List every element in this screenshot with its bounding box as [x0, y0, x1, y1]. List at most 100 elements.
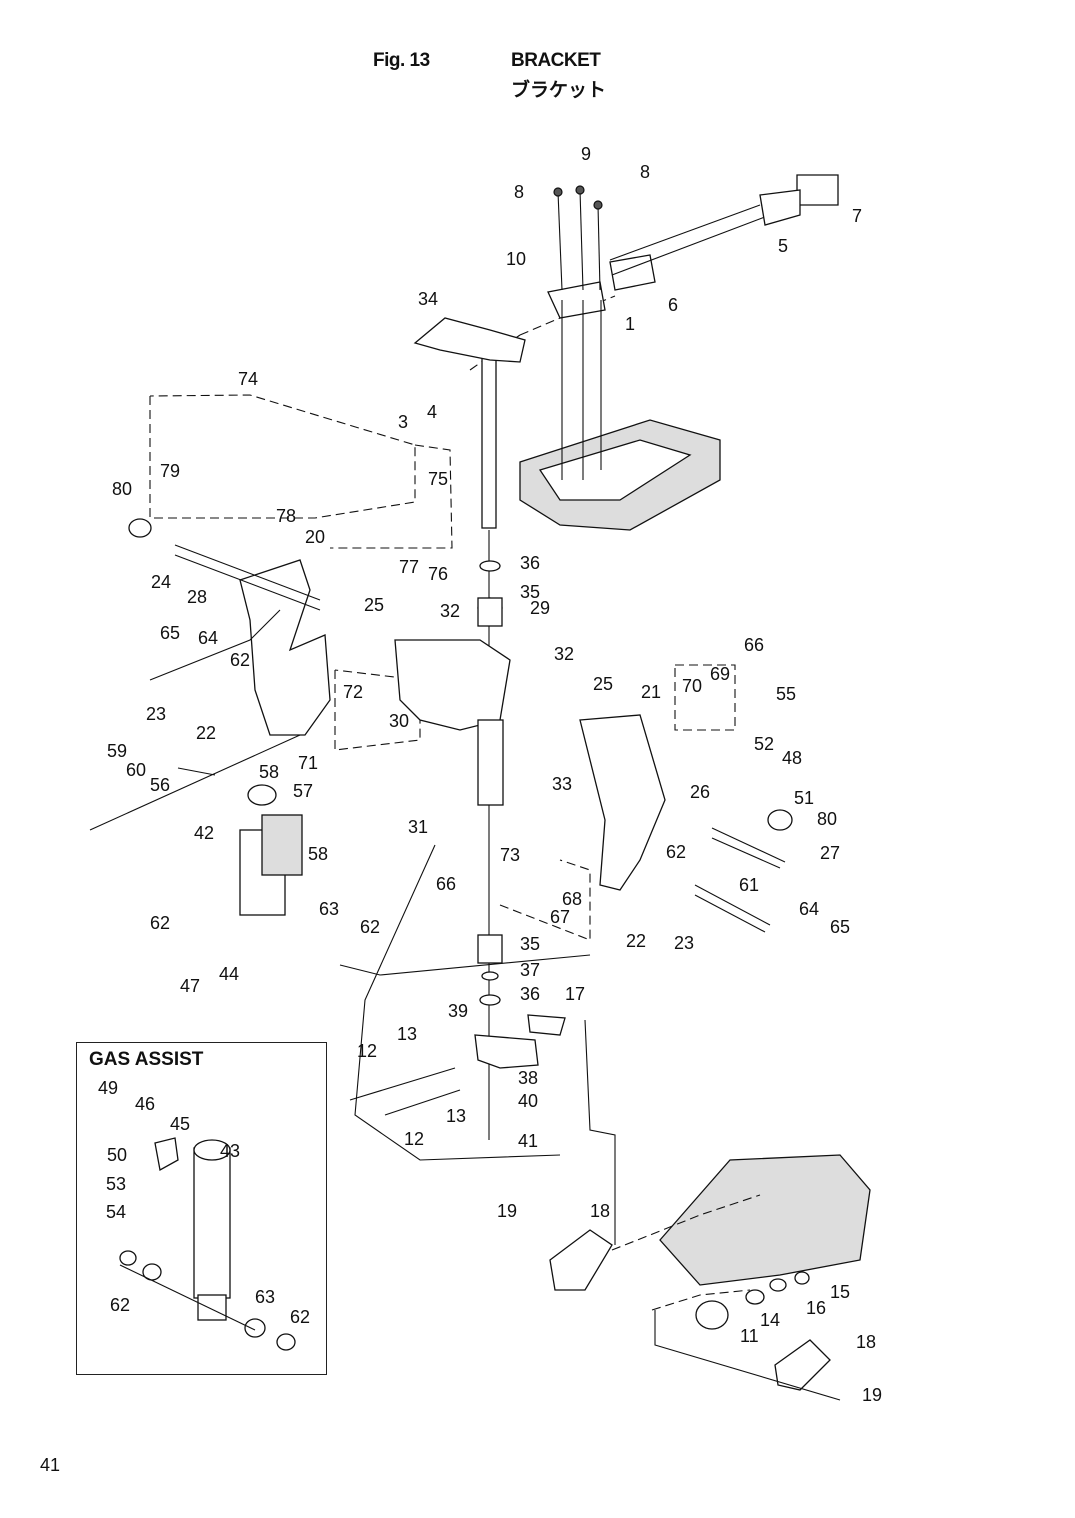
- callout-36: 36: [520, 553, 540, 573]
- callout-45: 45: [170, 1114, 190, 1134]
- callout-3: 3: [398, 412, 408, 432]
- right-clamp-bracket: [579, 714, 666, 891]
- callout-57: 57: [293, 781, 313, 801]
- callout-17: 17: [565, 984, 585, 1004]
- callout-79: 79: [160, 461, 180, 481]
- callout-23: 23: [674, 933, 694, 953]
- callout-4: 4: [427, 402, 437, 422]
- callout-58: 58: [308, 844, 328, 864]
- lower-unit-plate: [659, 1154, 871, 1286]
- callout-36: 36: [520, 984, 540, 1004]
- callout-22: 22: [626, 931, 646, 951]
- callout-26: 26: [690, 782, 710, 802]
- callout-14: 14: [760, 1310, 780, 1330]
- callout-64: 64: [799, 899, 819, 919]
- callout-77: 77: [399, 557, 419, 577]
- callout-65: 65: [830, 917, 850, 937]
- gas-assist-title: GAS ASSIST: [89, 1049, 204, 1070]
- callout-80: 80: [817, 809, 837, 829]
- callout-59: 59: [107, 741, 127, 761]
- callout-32: 32: [554, 644, 574, 664]
- callout-68: 68: [562, 889, 582, 909]
- callout-11: 11: [740, 1326, 759, 1346]
- callout-51: 51: [794, 788, 814, 808]
- callout-70: 70: [682, 676, 702, 696]
- callout-1: 1: [625, 314, 635, 334]
- callout-8: 8: [640, 162, 650, 182]
- callout-24: 24: [151, 572, 171, 592]
- callout-71: 71: [298, 753, 318, 773]
- callout-38: 38: [518, 1068, 538, 1088]
- callout-62: 62: [666, 842, 686, 862]
- callout-12: 12: [404, 1129, 424, 1149]
- callout-72: 72: [343, 682, 363, 702]
- cover-plate-7: [796, 174, 839, 206]
- bushing-80-left: [128, 518, 152, 538]
- callout-46: 46: [135, 1094, 155, 1114]
- page-title-japanese: ブラケット: [511, 79, 607, 101]
- callout-49: 49: [98, 1078, 118, 1098]
- callout-78: 78: [276, 506, 296, 526]
- group-75-outline: [330, 444, 453, 549]
- group-74-outline: [149, 394, 416, 519]
- callout-63: 63: [255, 1287, 275, 1307]
- callout-62: 62: [230, 650, 250, 670]
- callout-64: 64: [198, 628, 218, 648]
- callout-7: 7: [852, 206, 862, 226]
- callout-5: 5: [778, 236, 788, 256]
- callout-58: 58: [259, 762, 279, 782]
- callout-23: 23: [146, 704, 166, 724]
- mount-rubber-11: [695, 1300, 729, 1330]
- left-clamp-bracket: [239, 559, 331, 736]
- callout-76: 76: [428, 564, 448, 584]
- callout-67: 67: [550, 907, 570, 927]
- callout-40: 40: [518, 1091, 538, 1111]
- callout-9: 9: [581, 144, 591, 164]
- callout-labels: 1 3 4 5 6 7 8 8 9 10 11 12 12 13 13 14 1…: [98, 144, 882, 1405]
- washer-36-upper: [479, 560, 501, 572]
- cover-18-front: [549, 1229, 613, 1291]
- mount-plate-6: [609, 254, 656, 291]
- callout-19: 19: [862, 1385, 882, 1405]
- callout-22: 22: [196, 723, 216, 743]
- callout-35: 35: [520, 582, 540, 602]
- callout-28: 28: [187, 587, 207, 607]
- callout-41: 41: [518, 1131, 538, 1151]
- callout-62: 62: [150, 913, 170, 933]
- ring-37: [481, 971, 499, 981]
- callout-80: 80: [112, 479, 132, 499]
- callout-43: 43: [220, 1141, 240, 1161]
- callout-13: 13: [446, 1106, 466, 1126]
- callout-6: 6: [668, 295, 678, 315]
- page-title: BRACKET: [511, 50, 601, 71]
- callout-8: 8: [514, 182, 524, 202]
- callout-16: 16: [806, 1298, 826, 1318]
- callout-18: 18: [590, 1201, 610, 1221]
- callout-52: 52: [754, 734, 774, 754]
- callout-25: 25: [593, 674, 613, 694]
- callout-62: 62: [110, 1295, 130, 1315]
- cover-18-rear: [774, 1339, 831, 1391]
- callout-29: 29: [530, 598, 550, 618]
- callout-30: 30: [389, 711, 409, 731]
- callout-61: 61: [739, 875, 759, 895]
- callout-66: 66: [436, 874, 456, 894]
- callout-63: 63: [319, 899, 339, 919]
- callout-20: 20: [305, 527, 325, 547]
- callout-42: 42: [194, 823, 214, 843]
- steering-shaft: [481, 357, 497, 529]
- callout-39: 39: [448, 1001, 468, 1021]
- callout-31: 31: [408, 817, 428, 837]
- callout-25: 25: [364, 595, 384, 615]
- callout-18: 18: [856, 1332, 876, 1352]
- group-71-outline: [334, 669, 421, 751]
- steering-arm: [474, 1034, 539, 1069]
- callout-60: 60: [126, 760, 146, 780]
- callout-65: 65: [160, 623, 180, 643]
- callout-66: 66: [744, 635, 764, 655]
- callout-74: 74: [238, 369, 258, 389]
- callout-12: 12: [357, 1041, 377, 1061]
- bushing-35-lower: [477, 934, 503, 964]
- callout-53: 53: [106, 1174, 126, 1194]
